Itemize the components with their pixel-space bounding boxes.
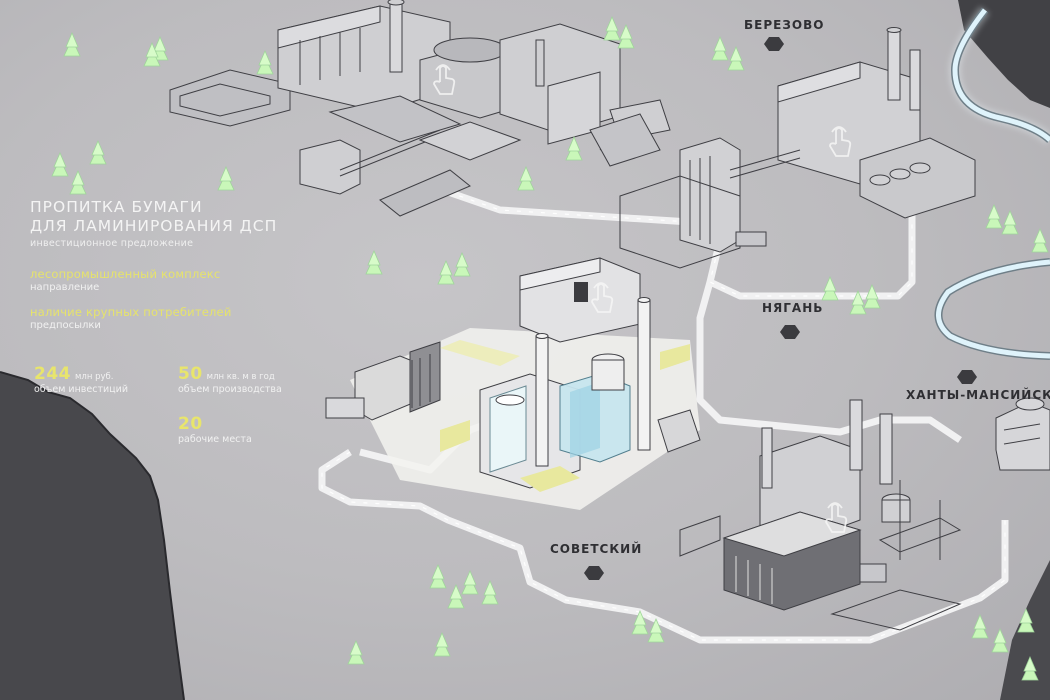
city-marker-icon[interactable] [780,325,800,339]
direction-label: направление [30,282,100,293]
city-label-berezovo[interactable]: БЕРЕЗОВО [744,18,825,32]
direction-value: лесопромышленный комплекс [30,267,221,281]
touch-hand-icon[interactable] [428,62,458,98]
project-subtitle: инвестиционное предложение [30,238,194,249]
factory-top-left [169,0,671,217]
building-khanty [995,397,1050,471]
touch-hand-icon[interactable] [586,280,616,316]
city-marker-icon[interactable] [957,370,977,384]
cliff-left [0,372,184,700]
stat-investment-caption: объем инвестиций [34,384,128,395]
city-marker-icon[interactable] [584,566,604,580]
river [934,6,1050,360]
stat-jobs: 20 рабочие места [178,414,252,445]
stat-jobs-value: 20 [178,414,203,434]
cliff-top-right [958,0,1050,108]
city-label-sovetsky[interactable]: СОВЕТСКИЙ [550,542,643,556]
stat-production-unit: млн кв. м в год [206,372,275,382]
stat-jobs-caption: рабочие места [178,434,252,445]
project-info-panel: ПРОПИТКА БУМАГИ ДЛЯ ЛАМИНИРОВАНИЯ ДСП ин… [30,198,330,331]
stat-investment: 244 млн руб. объем инвестиций [34,364,128,395]
stat-production-caption: объем производства [178,384,282,395]
touch-hand-icon[interactable] [820,500,850,536]
premise-label: предпосылки [30,320,101,331]
project-title-line1: ПРОПИТКА БУМАГИ [30,198,203,216]
city-label-nyagan[interactable]: НЯГАНЬ [762,301,824,315]
stat-investment-unit: млн руб. [75,372,114,382]
project-title-line2: ДЛЯ ЛАМИНИРОВАНИЯ ДСП [30,217,278,235]
premise-value: наличие крупных потребителей [30,305,232,319]
city-marker-icon[interactable] [764,37,784,51]
factory-top-right [619,27,976,269]
city-label-khanty-mansiysk[interactable]: ХАНТЫ-МАНСИЙСК [906,388,1050,402]
stat-investment-value: 244 [34,364,71,384]
featured-plant [325,257,701,510]
stat-production-value: 50 [178,364,203,384]
touch-hand-icon[interactable] [824,124,854,160]
